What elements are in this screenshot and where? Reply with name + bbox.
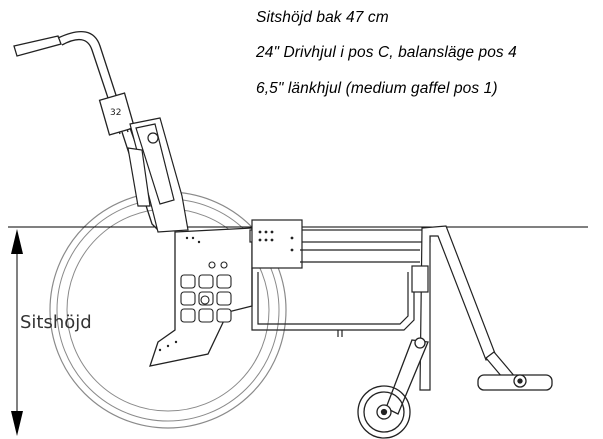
- footrest-icon: [477, 374, 553, 391]
- spec-drive-wheel: 24" Drivhjul i pos C, balansläge pos 4: [256, 44, 517, 61]
- caster-fork: [385, 337, 429, 415]
- caster-wheel-icon: [357, 385, 411, 439]
- backrest-frame: [127, 117, 189, 233]
- seat-height-dimension-arrow: [11, 229, 23, 436]
- svg-text:32: 32: [110, 108, 121, 118]
- spec-seat-height: Sitshöjd bak 47 cm: [256, 9, 389, 26]
- side-frame-plate: [149, 227, 253, 367]
- front-frame: [411, 225, 517, 391]
- seat-height-label: Sitshöjd: [20, 312, 92, 333]
- lower-frame-tube: [251, 268, 415, 337]
- spec-caster-wheel: 6,5" länkhjul (medium gaffel pos 1): [256, 80, 498, 97]
